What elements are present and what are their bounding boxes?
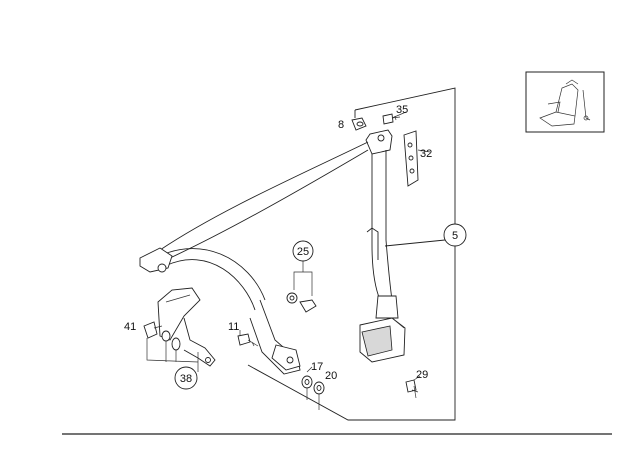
belt-webbing: [139, 141, 369, 311]
callout-38-label: 38: [180, 373, 192, 385]
height-adjuster-rail: [403, 130, 431, 187]
callout-5-label: 5: [452, 230, 458, 242]
callout-38[interactable]: 38: [174, 366, 198, 390]
callout-32-label[interactable]: 32: [420, 148, 432, 160]
callout-25[interactable]: 25: [292, 240, 314, 262]
washers-17-20: [301, 366, 325, 410]
callout-35-label[interactable]: 35: [396, 104, 408, 116]
cap-25: [286, 259, 317, 313]
callout-5[interactable]: 5: [443, 223, 467, 247]
bolt-29: [405, 375, 421, 399]
upper-belt-guide: [365, 129, 393, 245]
bolt-35: [382, 111, 407, 125]
retractor-unit: [359, 227, 406, 363]
callout-17-label[interactable]: 17: [311, 361, 323, 373]
callout-41-label[interactable]: 41: [124, 321, 136, 333]
bolt-11: [237, 330, 259, 347]
callout-25-label: 25: [297, 246, 309, 258]
callout-20-label[interactable]: 20: [325, 370, 337, 382]
lower-anchor-plate: [249, 299, 301, 375]
callout-8-label[interactable]: 8: [338, 119, 344, 131]
callout-11-label[interactable]: 11: [228, 321, 239, 333]
nut-8: [351, 117, 367, 131]
buckle-assembly: [157, 287, 216, 367]
callout-29-label[interactable]: 29: [416, 369, 428, 381]
assembly-frame: [247, 87, 456, 421]
seat-overview-thumbnail[interactable]: [525, 71, 605, 133]
bolt-41-washers: [143, 321, 199, 372]
